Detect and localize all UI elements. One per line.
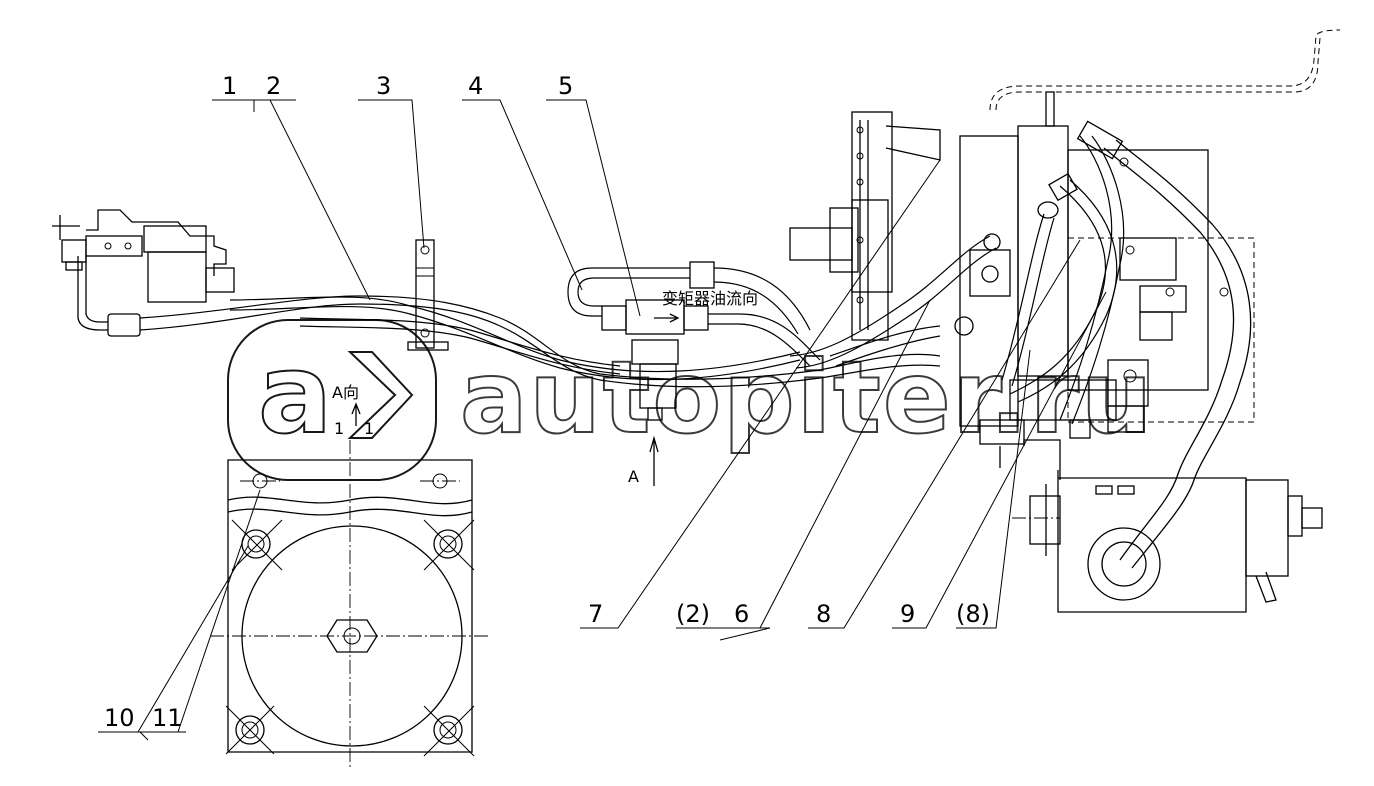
watermark-logo-box (227, 319, 437, 481)
watermark: a autopiter.ru (227, 319, 1154, 481)
watermark-text: autopiter.ru (460, 339, 1154, 456)
callout-4: 4 (468, 72, 483, 100)
pipe-bundle (139, 295, 941, 388)
callout-2-ref: (2) (676, 600, 710, 628)
callout-6: 6 (734, 600, 749, 628)
callout-7: 7 (588, 600, 603, 628)
callout-8: 8 (816, 600, 831, 628)
callout-8-ref: (8) (956, 600, 990, 628)
torque-converter-flow-label: 变矩器油流向 (662, 289, 758, 308)
callout-2: 2 (266, 72, 281, 100)
callout-5: 5 (558, 72, 573, 100)
callout-3: 3 (376, 72, 391, 100)
solenoid-valve-assembly (52, 209, 235, 337)
callout-leaders (98, 99, 1107, 741)
callout-1: 1 (222, 72, 237, 100)
pipe-clamp (407, 239, 449, 351)
watermark-logo-chevron (347, 351, 414, 439)
gearbox-lower (1012, 139, 1323, 613)
callout-labels: 1 2 3 4 5 6 (2) 7 8 9 (8) 10 11 (104, 72, 990, 732)
section-mark-right: 1 (364, 419, 374, 438)
callout-9: 9 (900, 600, 915, 628)
view-a-arrow-label: A (628, 467, 639, 486)
view-marker: A向 1 1 A (332, 383, 659, 486)
callout-10: 10 (104, 704, 135, 732)
view-a-title: A向 (332, 383, 359, 402)
section-mark-left: 1 (334, 419, 344, 438)
view-a-detail (210, 440, 490, 770)
callout-11: 11 (152, 704, 183, 732)
watermark-logo-letter: a (258, 330, 332, 458)
transmission-housing (789, 29, 1341, 480)
